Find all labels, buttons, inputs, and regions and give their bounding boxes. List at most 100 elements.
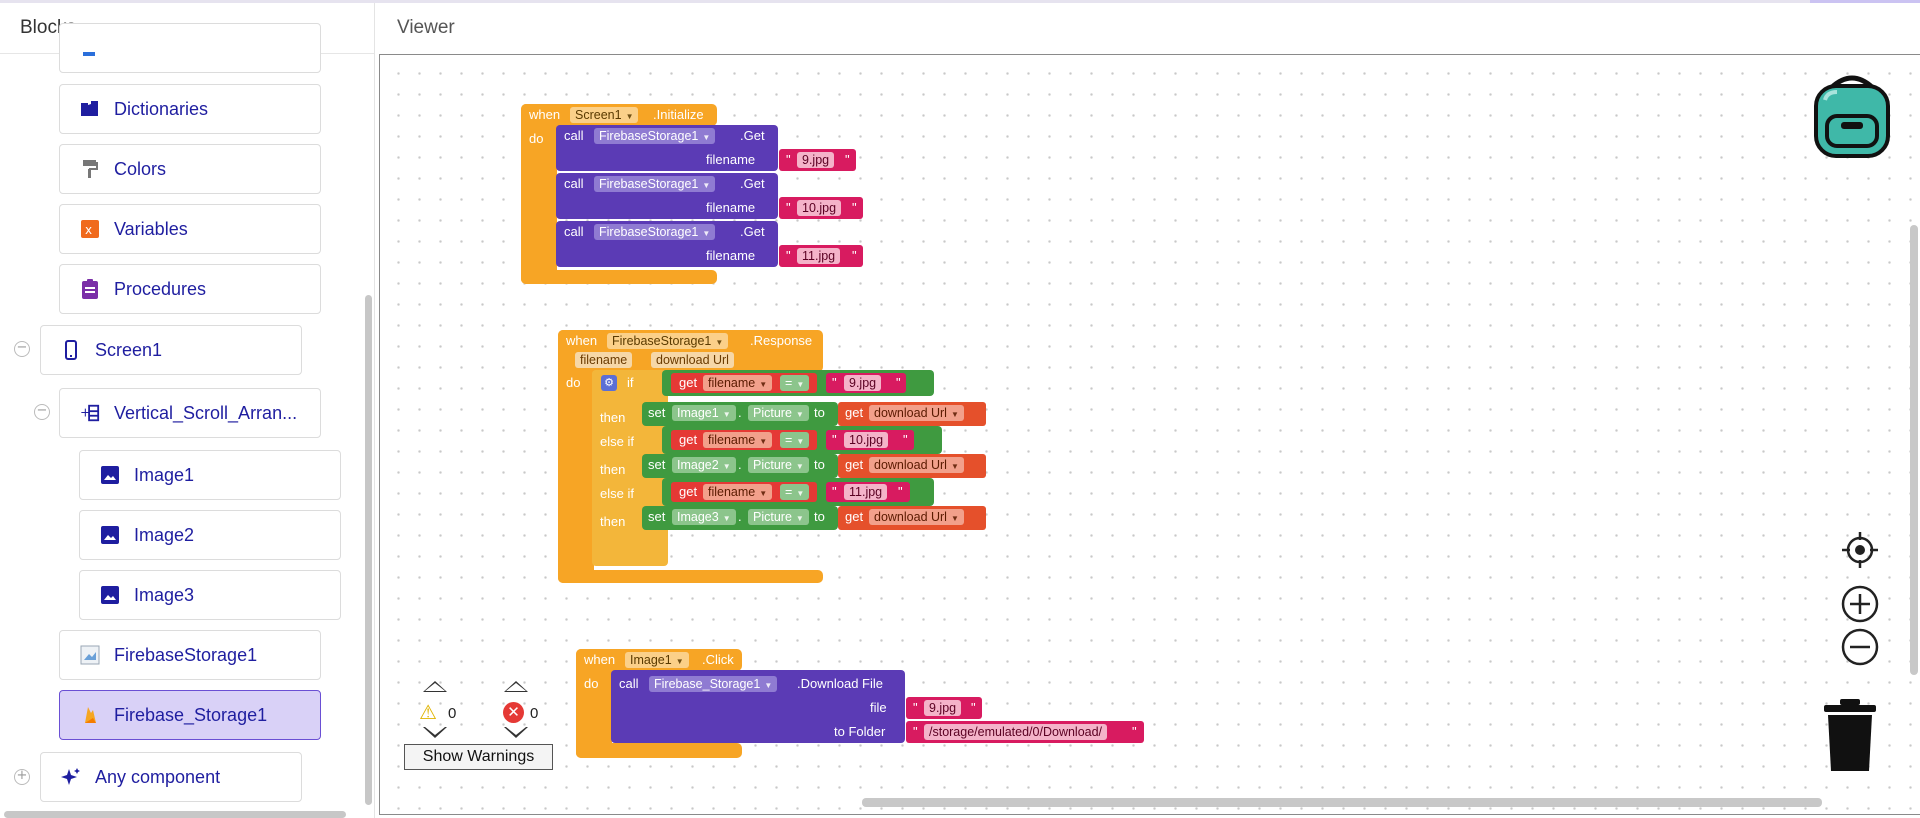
event-name: .Click <box>702 652 734 667</box>
tree-item-variables[interactable]: x Variables <box>59 204 321 254</box>
param-file: file <box>870 700 887 715</box>
tree-item-label: Procedures <box>114 278 207 299</box>
backpack-icon[interactable] <box>1811 70 1893 158</box>
kw-when: when <box>584 652 616 667</box>
var-dropdown[interactable]: download Url▼ <box>869 405 964 421</box>
component-dropdown[interactable]: FirebaseStorage1▼ <box>594 128 716 144</box>
var-dropdown[interactable]: filename▼ <box>703 484 773 500</box>
event-footer <box>521 270 717 284</box>
zoom-out-icon[interactable] <box>1841 628 1879 666</box>
text-value[interactable]: 9.jpg <box>924 700 962 716</box>
kw-if: if <box>627 375 634 390</box>
tree-item-label: Dictionaries <box>114 98 209 119</box>
method-name: .Get <box>740 224 765 239</box>
kw-else-if: else if <box>600 486 634 501</box>
warning-next-arrow[interactable] <box>423 727 447 738</box>
property-dropdown[interactable]: Picture▼ <box>748 509 809 525</box>
error-prev-arrow[interactable] <box>504 681 528 692</box>
kw-call: call <box>564 128 584 143</box>
tree-item-label: Any component <box>95 766 221 787</box>
warning-prev-arrow[interactable] <box>423 681 447 692</box>
vertical-arrangement-icon: + <box>80 403 100 423</box>
expand-any-component-toggle[interactable]: + <box>14 769 30 785</box>
error-icon: ✕ <box>503 702 524 723</box>
collapse-screen1-toggle[interactable]: − <box>14 341 30 357</box>
kw-then: then <box>600 462 626 477</box>
component-dropdown[interactable]: Image1▼ <box>625 652 689 668</box>
component-dropdown[interactable]: Screen1▼ <box>570 107 639 123</box>
var-dropdown[interactable]: download Url▼ <box>869 509 964 525</box>
text-value[interactable]: 10.jpg <box>844 432 889 448</box>
property-dropdown[interactable]: Picture▼ <box>748 457 809 473</box>
tree-item-firebasestorage1[interactable]: FirebaseStorage1 <box>59 630 321 680</box>
viewer-title: Viewer <box>397 17 455 38</box>
var-dropdown[interactable]: filename▼ <box>703 375 773 391</box>
operator-dropdown[interactable]: =▼ <box>780 375 810 391</box>
event-footer <box>558 570 823 583</box>
event-body <box>521 104 557 284</box>
param-filename: filename <box>706 200 756 215</box>
tree-item-label: Firebase_Storage1 <box>114 704 268 725</box>
tree-item-firebase-storage1-selected[interactable]: Firebase_Storage1 <box>59 690 321 740</box>
workspace-vertical-scrollbar[interactable] <box>1910 225 1918 675</box>
tree-item-screen1[interactable]: Screen1 <box>40 325 302 375</box>
var-dropdown[interactable]: filename▼ <box>703 432 773 448</box>
blocks-horizontal-scrollbar[interactable] <box>4 811 346 818</box>
show-warnings-button[interactable]: Show Warnings <box>404 744 553 770</box>
param-filename: filename <box>706 152 756 167</box>
gear-icon[interactable]: ⚙ <box>601 375 617 391</box>
kw-do: do <box>566 375 581 390</box>
component-dropdown[interactable]: Image3▼ <box>672 509 736 525</box>
tree-item-partial[interactable] <box>59 23 321 73</box>
variable-icon: x <box>80 219 100 239</box>
operator-dropdown[interactable]: =▼ <box>780 484 810 500</box>
warning-icon: ⚠ <box>419 700 437 724</box>
text-value[interactable]: 9.jpg <box>797 152 835 168</box>
operator-dropdown[interactable]: =▼ <box>780 432 810 448</box>
component-dropdown[interactable]: Firebase_Storage1▼ <box>649 676 778 692</box>
tree-item-any-component[interactable]: Any component <box>40 752 302 802</box>
tree-item-vertical-scroll-arrangement[interactable]: + Vertical_Scroll_Arran... <box>59 388 321 438</box>
event-body <box>576 649 612 758</box>
error-count: 0 <box>530 705 539 722</box>
kw-then: then <box>600 410 626 425</box>
tree-item-label: Image2 <box>134 524 195 545</box>
event-param-filename[interactable]: filename <box>575 352 633 368</box>
property-dropdown[interactable]: Picture▼ <box>748 405 809 421</box>
text-value[interactable]: 10.jpg <box>797 200 842 216</box>
workspace-horizontal-scrollbar[interactable] <box>862 798 1822 807</box>
svg-text:x: x <box>85 223 92 237</box>
component-dropdown[interactable]: FirebaseStorage1▼ <box>594 176 716 192</box>
zoom-in-icon[interactable] <box>1841 585 1879 623</box>
tree-item-procedures[interactable]: Procedures <box>59 264 321 314</box>
tree-item-image3[interactable]: Image3 <box>79 570 341 620</box>
tree-item-label: Image1 <box>134 464 195 485</box>
trash-icon[interactable] <box>1824 699 1876 771</box>
blocks-vertical-scrollbar[interactable] <box>365 295 372 805</box>
event-param-download-url[interactable]: download Url <box>651 352 734 368</box>
collapse-arrangement-toggle[interactable]: − <box>34 404 50 420</box>
text-value[interactable]: 11.jpg <box>797 248 841 264</box>
firebase-storage-icon <box>80 645 100 665</box>
component-dropdown[interactable]: FirebaseStorage1▼ <box>594 224 716 240</box>
component-dropdown[interactable]: Image2▼ <box>672 457 736 473</box>
top-accent-line <box>0 0 1920 3</box>
component-dropdown[interactable]: FirebaseStorage1▼ <box>607 333 729 349</box>
tree-item-dictionaries[interactable]: Dictionaries <box>59 84 321 134</box>
text-value[interactable]: 11.jpg <box>844 484 888 500</box>
tree-item-image1[interactable]: Image1 <box>79 450 341 500</box>
tree-item-label: Image3 <box>134 584 195 605</box>
tree-item-label: FirebaseStorage1 <box>114 644 258 665</box>
event-footer <box>576 743 742 758</box>
var-dropdown[interactable]: download Url▼ <box>869 457 964 473</box>
recenter-icon[interactable] <box>1841 531 1879 569</box>
kw-call: call <box>564 224 584 239</box>
tree-item-colors[interactable]: Colors <box>59 144 321 194</box>
image-icon <box>100 585 120 605</box>
error-next-arrow[interactable] <box>504 727 528 738</box>
tree-item-image2[interactable]: Image2 <box>79 510 341 560</box>
component-dropdown[interactable]: Image1▼ <box>672 405 736 421</box>
text-value[interactable]: /storage/emulated/0/Download/ <box>924 724 1108 740</box>
text-value[interactable]: 9.jpg <box>844 375 882 391</box>
blocks-workspace[interactable]: when Screen1▼ .Initialize do call Fireba… <box>379 54 1920 815</box>
